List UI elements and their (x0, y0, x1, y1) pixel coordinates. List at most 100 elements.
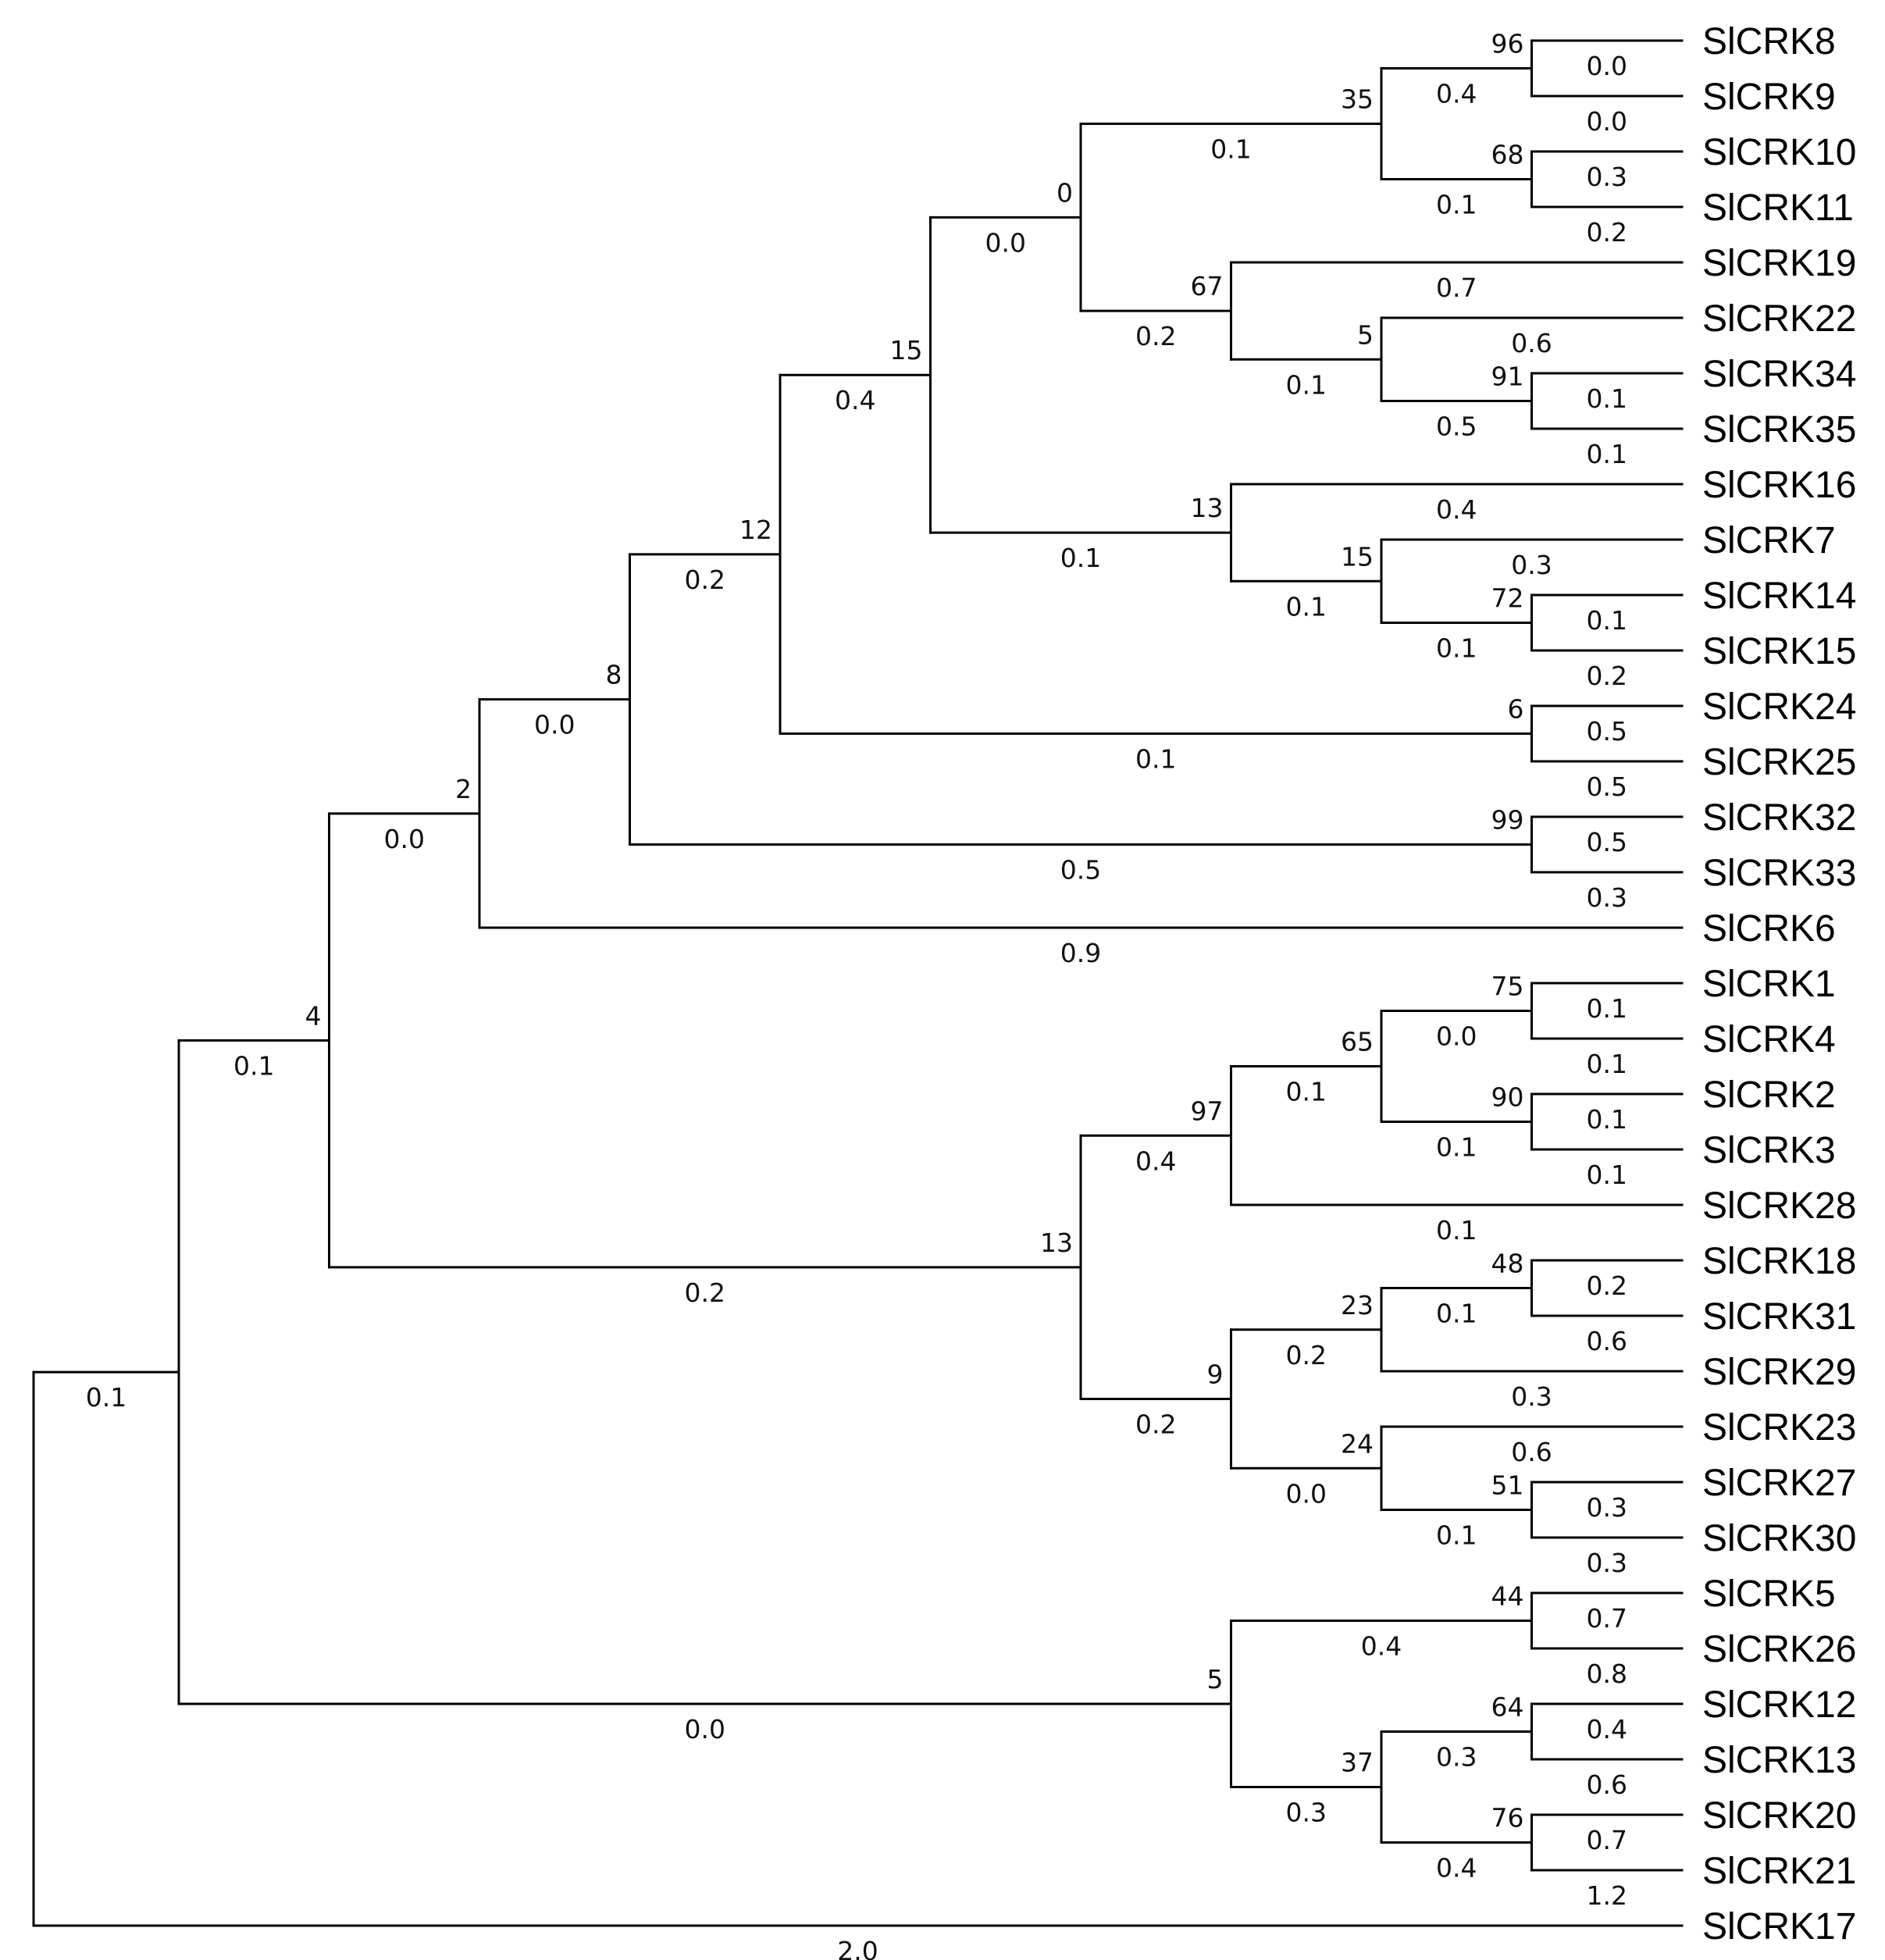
branch-length-label: 0.3 (1511, 550, 1552, 580)
branch-length-label: 0.1 (1436, 1132, 1477, 1163)
leaf-label: SlCRK9 (1702, 77, 1836, 118)
leaf-label: SlCRK33 (1702, 853, 1856, 894)
branch-length-label: 0.1 (1587, 1049, 1627, 1079)
leaf-label: SlCRK19 (1702, 243, 1856, 284)
branch-length-label: 0.5 (1436, 412, 1477, 442)
leaf-label: SlCRK12 (1702, 1684, 1856, 1726)
branch-length-label: 0.3 (1286, 1798, 1327, 1828)
branch-length-label: 0.1 (1436, 1215, 1477, 1245)
bootstrap-label: 8 (606, 660, 622, 690)
branch-length-label: 0.1 (1587, 383, 1627, 414)
bootstrap-label: 44 (1491, 1581, 1524, 1612)
branch-length-label: 0.2 (1587, 1270, 1627, 1301)
leaf-label: SlCRK34 (1702, 354, 1856, 395)
bootstrap-label: 72 (1491, 583, 1524, 614)
branch-length-label: 0.4 (835, 385, 875, 415)
bootstrap-label: 67 (1191, 271, 1224, 301)
branch-length-label: 0.4 (1135, 1146, 1176, 1176)
bootstrap-label: 35 (1341, 84, 1374, 115)
branch-length-label: 0.5 (1060, 855, 1101, 886)
bootstrap-label: 37 (1341, 1748, 1374, 1778)
branch-length-label: 0.1 (233, 1050, 274, 1081)
branch-length-label: 0.0 (1286, 1478, 1327, 1509)
branch-length-label: 0.8 (1587, 1659, 1627, 1689)
bootstrap-label: 6 (1508, 694, 1524, 725)
branch-length-label: 0.3 (1587, 162, 1627, 192)
branch-length-label: 0.0 (985, 227, 1026, 258)
branch-length-label: 0.1 (1587, 439, 1627, 469)
leaf-label: SlCRK7 (1702, 520, 1836, 561)
branch-length-label: 0.1 (1286, 369, 1327, 400)
branch-length-label: 0.0 (1587, 51, 1627, 81)
tree-branches (32, 39, 1684, 1927)
leaf-label: SlCRK16 (1702, 465, 1856, 506)
bootstrap-label: 96 (1491, 29, 1524, 59)
bootstrap-label: 23 (1341, 1290, 1374, 1320)
bootstrap-label: 75 (1491, 971, 1524, 1002)
branch-length-label: 0.5 (1587, 772, 1627, 802)
bootstrap-label: 9 (1207, 1360, 1224, 1390)
branch-length-label: 0.0 (534, 710, 575, 740)
branch-length-label: 0.1 (1060, 543, 1101, 573)
branch-length-label: 0.4 (1587, 1714, 1627, 1744)
leaf-label: SlCRK30 (1702, 1518, 1856, 1559)
leaf-label: SlCRK18 (1702, 1241, 1856, 1282)
leaf-label: SlCRK31 (1702, 1296, 1856, 1338)
branch-length-label: 0.7 (1436, 273, 1477, 303)
branch-length-label: 0.0 (1436, 1021, 1477, 1052)
leaf-label: SlCRK3 (1702, 1130, 1836, 1171)
bootstrap-label: 90 (1491, 1082, 1524, 1113)
branch-length-label: 0.1 (1436, 1520, 1477, 1551)
leaf-label: SlCRK15 (1702, 631, 1856, 672)
branch-length-label: 2.0 (837, 1936, 878, 1960)
leaf-label: SlCRK27 (1702, 1463, 1856, 1504)
leaf-label: SlCRK20 (1702, 1795, 1856, 1837)
branch-length-label: 0.0 (384, 824, 425, 854)
bootstrap-label: 5 (1357, 319, 1374, 350)
branch-length-label: 0.9 (1060, 938, 1101, 968)
branch-length-label: 0.2 (1587, 217, 1627, 248)
bootstrap-label: 0 (1057, 177, 1073, 208)
branch-length-label: 0.7 (1587, 1825, 1627, 1855)
leaf-label: SlCRK17 (1702, 1906, 1856, 1948)
branch-length-label: 0.2 (1587, 661, 1627, 691)
leaf-label: SlCRK23 (1702, 1407, 1856, 1449)
branch-length-label: 0.1 (1436, 633, 1477, 664)
leaf-label: SlCRK13 (1702, 1740, 1856, 1781)
bootstrap-label: 15 (890, 335, 923, 365)
leaf-label: SlCRK4 (1702, 1019, 1836, 1060)
bootstrap-label: 51 (1491, 1470, 1524, 1501)
branch-length-label: 0.2 (685, 565, 725, 595)
leaf-label: SlCRK11 (1702, 187, 1854, 229)
branch-length-label: 0.6 (1587, 1326, 1627, 1356)
branch-length-label: 0.5 (1587, 827, 1627, 857)
branch-length-label: 0.3 (1511, 1381, 1552, 1412)
branch-length-label: 0.7 (1587, 1603, 1627, 1634)
bootstrap-label: 99 (1491, 805, 1524, 836)
branch-length-label: 0.4 (1436, 1853, 1477, 1883)
branch-length-label: 0.1 (1436, 1299, 1477, 1329)
branch-length-label: 0.6 (1587, 1769, 1627, 1800)
branch-length-label: 0.1 (1135, 744, 1176, 775)
leaf-label: SlCRK35 (1702, 409, 1856, 451)
leaf-label: SlCRK2 (1702, 1074, 1836, 1116)
branch-length-label: 0.5 (1587, 716, 1627, 747)
branch-length-label: 0.4 (1436, 494, 1477, 525)
leaf-label: SlCRK25 (1702, 742, 1856, 783)
branch-length-label: 1.2 (1587, 1880, 1627, 1911)
branch-length-label: 0.2 (1286, 1340, 1327, 1370)
branch-length-label: 0.1 (1286, 1077, 1327, 1107)
bootstrap-label: 64 (1491, 1692, 1524, 1723)
leaf-label: SlCRK14 (1702, 576, 1856, 617)
bootstrap-label: 24 (1341, 1428, 1374, 1459)
branch-length-label: 0.0 (685, 1714, 725, 1744)
branch-length-label: 0.1 (86, 1382, 126, 1413)
leaf-label: SlCRK29 (1702, 1352, 1856, 1393)
bootstrap-label: 91 (1491, 362, 1524, 392)
leaf-label: SlCRK21 (1702, 1851, 1856, 1892)
bootstrap-label: 13 (1040, 1228, 1073, 1258)
leaf-label: SlCRK1 (1702, 964, 1836, 1005)
bootstrap-label: 68 (1491, 140, 1524, 170)
